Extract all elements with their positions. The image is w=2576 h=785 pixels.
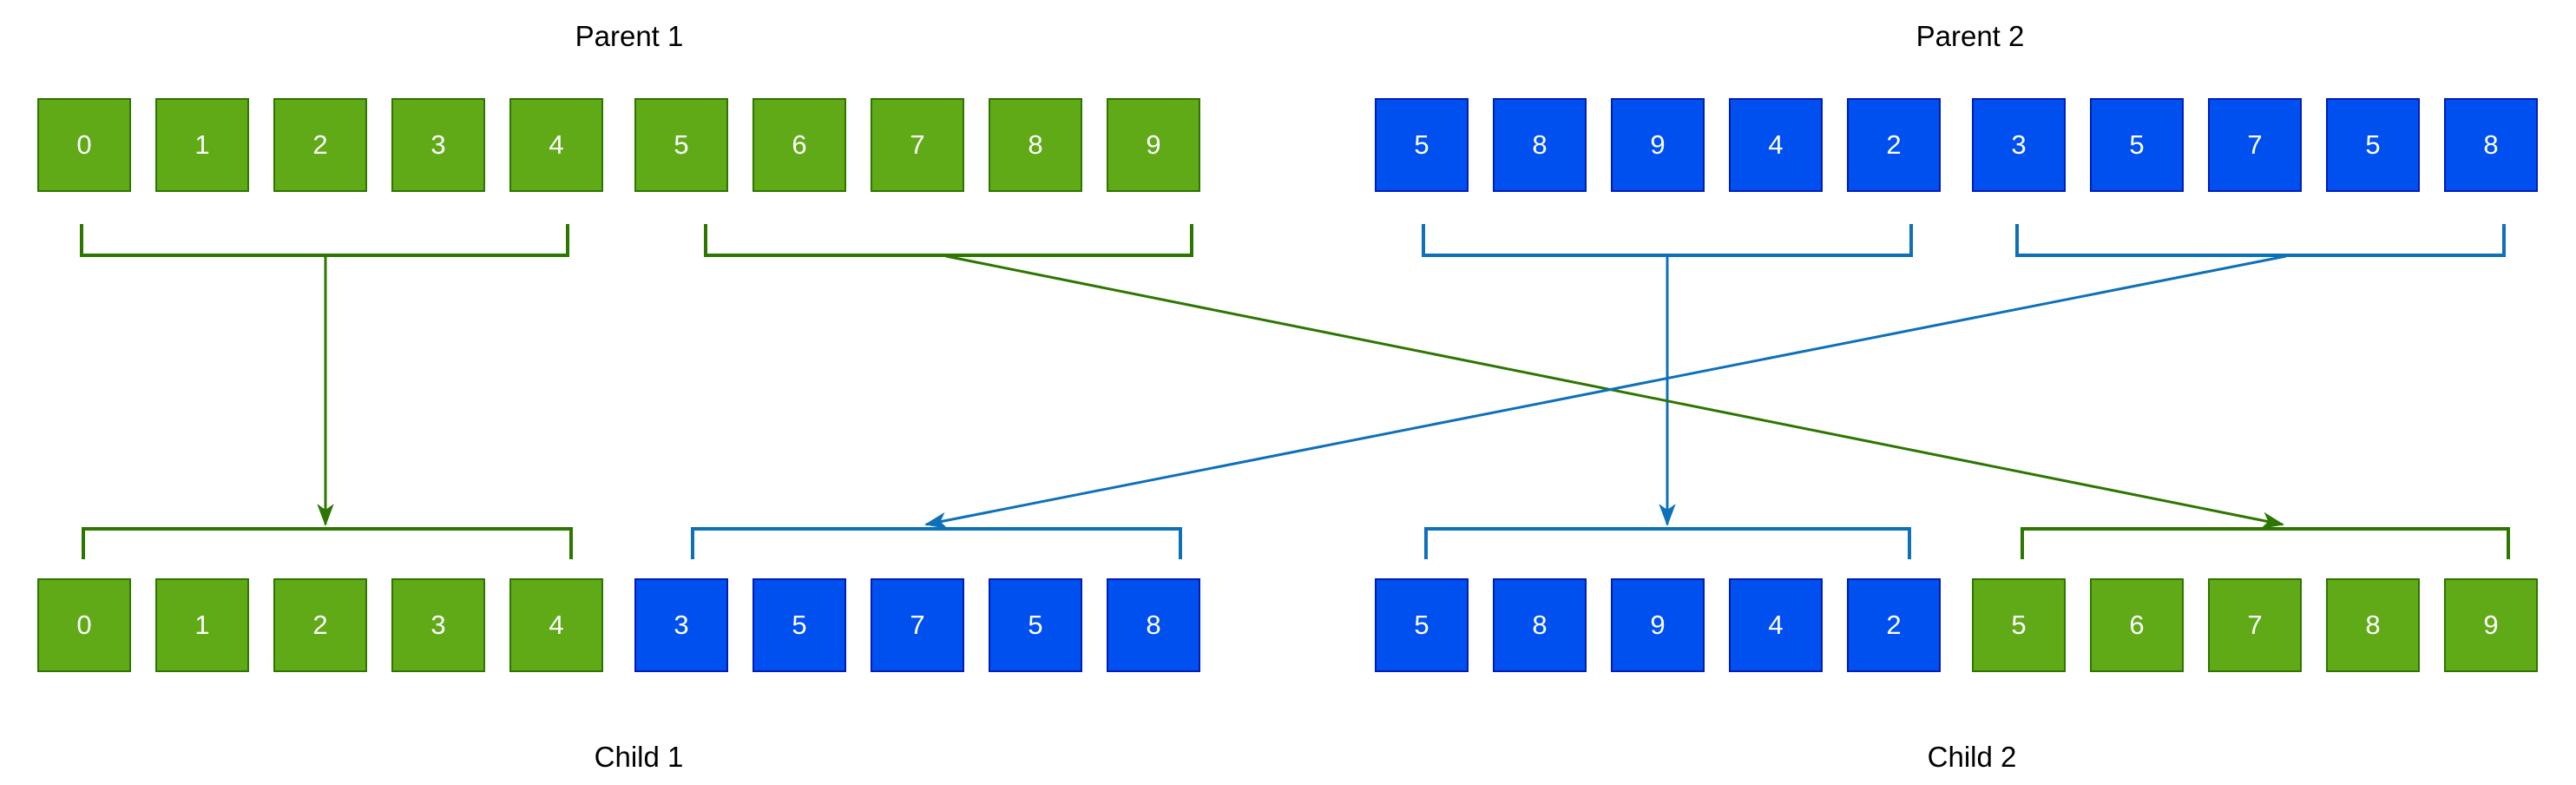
parent1-right-segment: 5 6 7 8 9 — [634, 98, 1200, 192]
parent2-left-segment: 5 8 9 4 2 — [1375, 98, 1941, 192]
child2-left-segment: 5 8 9 4 2 — [1375, 578, 1941, 672]
gene-cell: 6 — [2090, 578, 2184, 672]
gene-cell: 4 — [509, 578, 603, 672]
gene-cell: 7 — [871, 578, 964, 672]
gene-cell: 8 — [2326, 578, 2420, 672]
gene-cell: 4 — [1729, 578, 1823, 672]
parent2-row: 5 8 9 4 2 3 5 7 5 8 — [1375, 98, 2538, 192]
child1-label: Child 1 — [594, 741, 684, 773]
gene-cell: 6 — [752, 98, 846, 192]
gene-cell: 1 — [155, 98, 249, 192]
gene-cell: 0 — [37, 578, 131, 672]
parent2-to-child1-arrow — [923, 254, 2287, 529]
gene-cell: 8 — [2444, 98, 2538, 192]
parent1-left-bracket — [80, 224, 569, 257]
child2-right-bracket — [2021, 527, 2510, 559]
parent2-label: Parent 2 — [1916, 20, 2025, 52]
parent2-left-bracket — [1422, 224, 1913, 257]
parent1-row: 0 1 2 3 4 5 6 7 8 9 — [37, 98, 1200, 192]
gene-cell: 5 — [2326, 98, 2420, 192]
gene-cell: 3 — [391, 578, 485, 672]
gene-cell: 5 — [752, 578, 846, 672]
gene-cell: 3 — [634, 578, 728, 672]
gene-cell: 2 — [1847, 98, 1941, 192]
child1-left-bracket — [82, 527, 573, 559]
gene-cell: 1 — [155, 578, 249, 672]
gene-cell: 4 — [1729, 98, 1823, 192]
gene-cell: 8 — [1493, 98, 1587, 192]
gene-cell: 2 — [273, 578, 367, 672]
parent1-to-child2-arrow — [945, 254, 2285, 529]
parent2-right-segment: 3 5 7 5 8 — [1972, 98, 2538, 192]
child1-row: 0 1 2 3 4 3 5 7 5 8 — [37, 578, 1200, 672]
child2-right-segment: 5 6 7 8 9 — [1972, 578, 2538, 672]
gene-cell: 7 — [2208, 98, 2302, 192]
gene-cell: 8 — [1107, 578, 1200, 672]
gene-cell: 9 — [1611, 578, 1705, 672]
gene-cell: 3 — [1972, 98, 2066, 192]
gene-cell: 5 — [634, 98, 728, 192]
child1-right-bracket — [691, 527, 1182, 559]
child1-left-segment: 0 1 2 3 4 — [37, 578, 603, 672]
child1-right-segment: 3 5 7 5 8 — [634, 578, 1200, 672]
gene-cell: 5 — [2090, 98, 2184, 192]
gene-cell: 8 — [1493, 578, 1587, 672]
gene-cell: 4 — [509, 98, 603, 192]
gene-cell: 2 — [273, 98, 367, 192]
gene-cell: 7 — [871, 98, 964, 192]
gene-cell: 0 — [37, 98, 131, 192]
gene-cell: 9 — [2444, 578, 2538, 672]
gene-cell: 5 — [1375, 98, 1469, 192]
parent1-left-segment: 0 1 2 3 4 — [37, 98, 603, 192]
gene-cell: 2 — [1847, 578, 1941, 672]
child2-left-bracket — [1424, 527, 1911, 559]
gene-cell: 9 — [1107, 98, 1200, 192]
parent1-label: Parent 1 — [575, 20, 684, 52]
gene-cell: 8 — [989, 98, 1082, 192]
child2-label: Child 2 — [1927, 741, 2017, 773]
parent2-right-bracket — [2015, 224, 2506, 257]
gene-cell: 7 — [2208, 578, 2302, 672]
gene-cell: 3 — [391, 98, 485, 192]
gene-cell: 5 — [1972, 578, 2066, 672]
child2-row: 5 8 9 4 2 5 6 7 8 9 — [1375, 578, 2538, 672]
gene-cell: 5 — [1375, 578, 1469, 672]
parent1-right-bracket — [704, 224, 1193, 257]
gene-cell: 5 — [989, 578, 1082, 672]
gene-cell: 9 — [1611, 98, 1705, 192]
